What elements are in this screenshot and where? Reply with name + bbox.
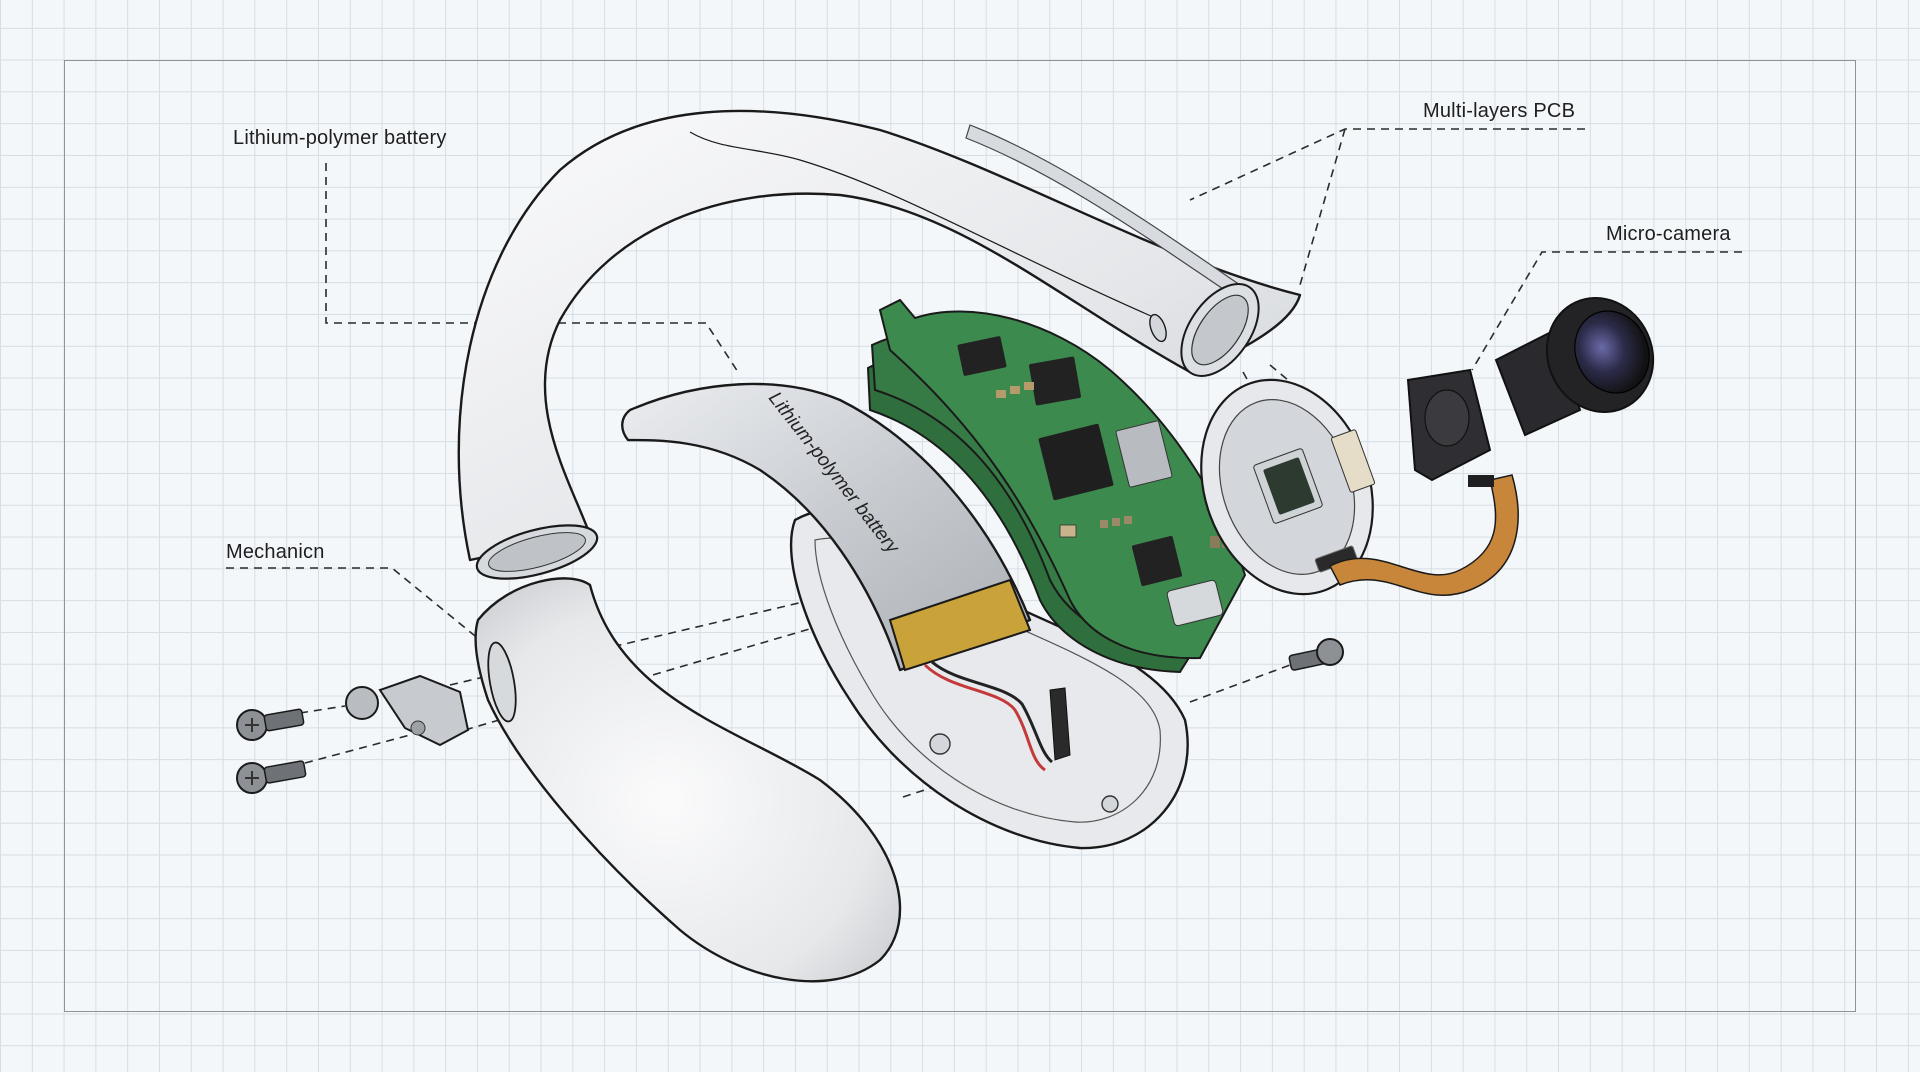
pcb-processor	[1038, 423, 1114, 501]
screw-left-bottom	[236, 760, 307, 794]
leader-pcb-bottom	[1299, 128, 1346, 286]
lithium-polymer-battery: Lithium-polymer battery	[621, 382, 1071, 772]
leader-pcb-top	[1189, 128, 1585, 201]
leader-screw-bot	[304, 734, 411, 764]
drawing-frame	[64, 60, 1856, 1012]
sensor-connector	[1330, 429, 1376, 493]
earbud-body	[474, 577, 902, 983]
camera-mount-ring	[1200, 378, 1376, 596]
pcb-chip	[957, 336, 1007, 376]
flex-cable	[1328, 474, 1519, 596]
label-mechanism: Mechanicn	[226, 541, 325, 563]
leader-camera	[1471, 251, 1742, 371]
label-camera: Micro-camera	[1606, 223, 1731, 245]
screw-left-top	[236, 708, 305, 741]
leader-mechanism	[226, 567, 481, 641]
pcb-chip	[1131, 535, 1183, 587]
camera-lens	[1494, 297, 1655, 437]
pcb-shield	[1115, 420, 1173, 488]
ear-hook	[457, 109, 1302, 580]
image-sensor	[1263, 457, 1315, 515]
leader-screw-top	[299, 705, 346, 714]
screw-right	[1288, 638, 1344, 671]
hinge-mechanism	[345, 674, 470, 747]
multi-layer-pcb	[866, 298, 1247, 674]
label-battery: Lithium-polymer battery	[233, 127, 447, 149]
micro-camera-module	[1406, 368, 1494, 487]
label-pcb: Multi-layers PCB	[1423, 100, 1576, 122]
pcb-chip	[1029, 356, 1081, 406]
leader-screw-right	[1189, 664, 1291, 703]
usb-port	[1166, 579, 1224, 627]
